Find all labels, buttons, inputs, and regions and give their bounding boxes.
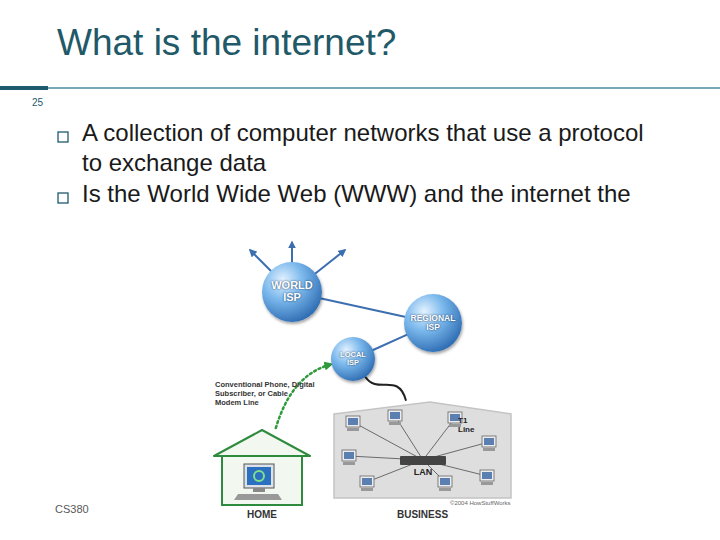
workstation-base [389,422,401,425]
house-outline [212,428,312,520]
workstation [360,476,374,487]
workstation-screen [482,472,492,479]
office-floor [334,402,511,498]
node-label: BUSINESS [330,509,515,520]
bullet-text: Is the World Wide Web (WWW) and the inte… [82,179,657,209]
workstation-screen [348,418,358,425]
workstation-base [481,482,493,485]
isp-sphere: REGIONAL ISP [404,294,462,352]
workstation-screen [484,438,494,445]
workstation-screen [344,452,354,459]
node-label: HOME [212,509,312,520]
workstation-base [343,462,355,465]
isp-sphere: LOCAL ISP [331,337,375,381]
workstation [480,470,494,481]
network-hub [400,456,446,465]
workstation-base [347,428,359,431]
line-label: Conventional Phone, Digital Subscriber, … [215,380,315,407]
workstation-screen [440,478,450,485]
house-roof [214,430,310,456]
isp-sphere: WORLD ISP [262,262,322,322]
workstation-base [483,448,495,451]
screen-logo [254,471,264,481]
monitor-screen [247,467,271,485]
workstation-base [439,488,451,491]
isp-label: REGIONAL ISP [407,314,459,332]
workstation [342,450,356,461]
line-label: T1 Line [458,416,482,434]
isp-label: LOCAL ISP [334,351,372,367]
isp-label: WORLD ISP [269,280,315,303]
keyboard [234,494,282,500]
house-wall [222,453,302,505]
workstation [388,410,402,421]
home-node: HOME [212,428,312,520]
network-link [321,298,404,316]
slide-title: What is the internet? [57,22,396,64]
bullet-square [58,193,68,203]
slide-number: 25 [32,97,43,108]
bullet-text: A collection of computer networks that u… [82,118,657,178]
workstation [438,476,452,487]
network-link [366,377,406,400]
workstation [346,416,360,427]
header-bar [0,86,48,90]
workstation-screen [362,478,372,485]
workstation-screen [390,412,400,419]
network-link [373,335,407,350]
bullet-square [58,132,68,142]
header-rule [48,87,720,89]
watermark: ©2004 HowStuffWorks [450,500,511,506]
monitor [244,464,274,488]
workstation-base [361,488,373,491]
footer-text: CS380 [55,503,89,515]
network-label: LAN [410,467,436,477]
monitor-stand [253,488,265,492]
lan-cable [353,422,423,460]
workstation [482,436,496,447]
